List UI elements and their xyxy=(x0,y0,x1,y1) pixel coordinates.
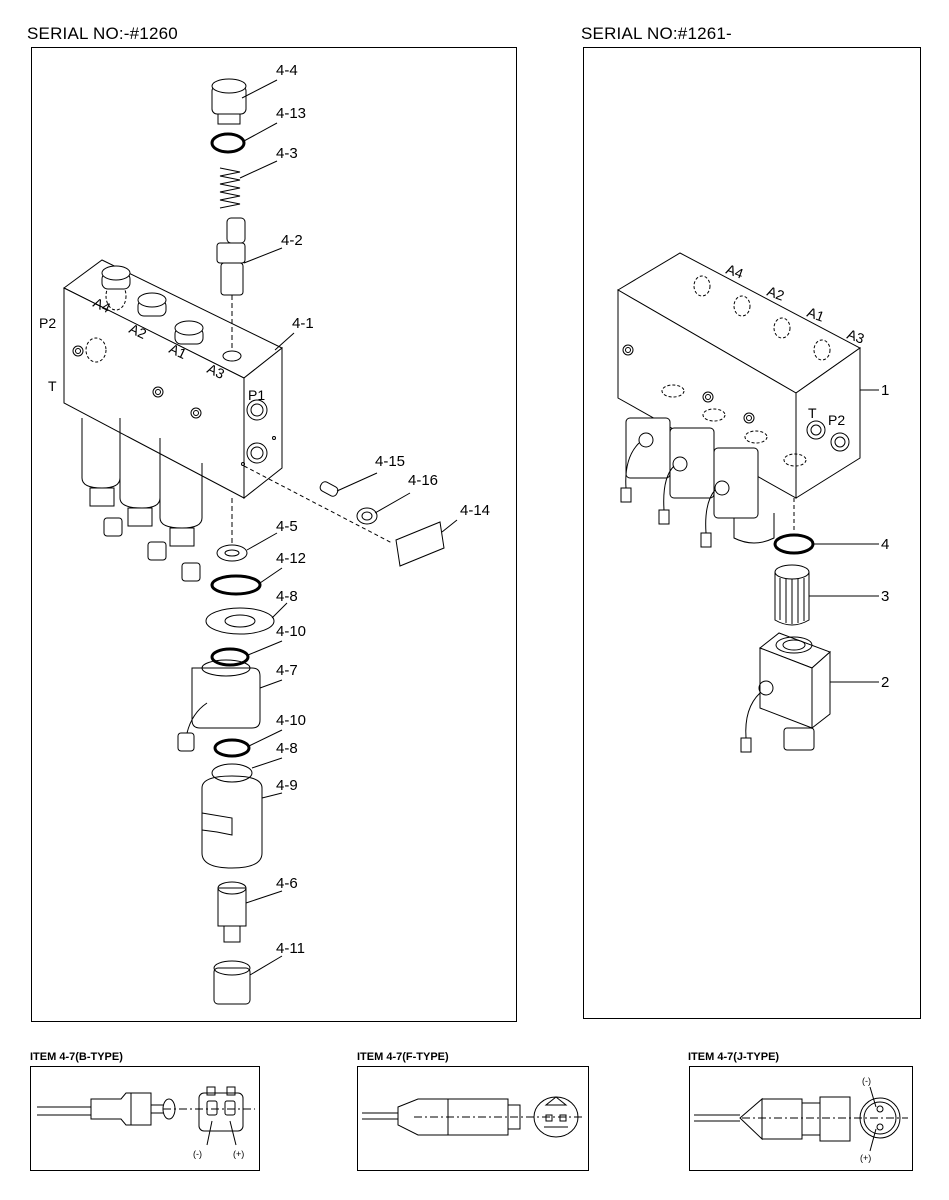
callout-4-13: 4-13 xyxy=(276,105,306,122)
j-type-connector-drawing: (-) (+) xyxy=(694,1076,908,1163)
o-ring-4-right xyxy=(773,533,815,555)
right-exploded-diagram: 1 4 3 2 A4 A2 A1 A3 T P2 xyxy=(617,252,889,753)
callout-4-2: 4-2 xyxy=(281,232,303,249)
serial-left-title: SERIAL NO:-#1260 xyxy=(27,24,178,43)
port-label-t: T xyxy=(48,378,57,394)
nut-4-11 xyxy=(213,960,251,1005)
b-type-neg-label: (-) xyxy=(193,1149,202,1159)
coil-4-7 xyxy=(177,659,261,752)
plug-4-16 xyxy=(356,507,378,525)
o-ring-4-10-bottom xyxy=(213,738,251,758)
spring-4-3 xyxy=(219,167,241,209)
port-label-a3: A3 xyxy=(205,360,227,382)
callout-4-3: 4-3 xyxy=(276,145,298,162)
port-label-a4-right: A4 xyxy=(724,261,746,282)
callout-4-9: 4-9 xyxy=(276,777,298,794)
port-label-p2-right: P2 xyxy=(828,412,845,428)
port-label-p2: P2 xyxy=(39,315,56,331)
manifold-block-4-1 xyxy=(63,259,283,500)
callout-4-12: 4-12 xyxy=(276,550,306,567)
callout-4-11: 4-11 xyxy=(276,940,305,957)
filter-3-right xyxy=(774,564,810,626)
callout-3: 3 xyxy=(881,588,889,605)
f-type-connector-drawing xyxy=(362,1096,584,1138)
callout-4: 4 xyxy=(881,536,889,553)
port-label-a2-right: A2 xyxy=(765,283,787,304)
j-type-pos-label: (+) xyxy=(860,1153,871,1163)
callout-4-7: 4-7 xyxy=(276,662,298,679)
plate-4-14 xyxy=(395,521,445,567)
b-type-pos-label: (+) xyxy=(233,1149,244,1159)
cap-a4 xyxy=(101,265,131,290)
left-exploded-diagram: 4-4 4-13 4-3 4-2 4-1 4-15 4-16 4-14 4-5 … xyxy=(39,62,490,1005)
j-type-title: ITEM 4-7(J-TYPE) xyxy=(688,1051,780,1063)
callout-4-6: 4-6 xyxy=(276,875,298,892)
callout-4-14: 4-14 xyxy=(460,502,490,519)
j-type-connector-panel: (-) (+) xyxy=(689,1066,913,1171)
right-diagram-panel: 1 4 3 2 A4 A2 A1 A3 T P2 xyxy=(583,47,921,1019)
cap-a1 xyxy=(174,320,204,345)
seat-4-8 xyxy=(205,607,275,635)
pin-4-15 xyxy=(319,481,339,497)
solenoid-cartridges-right xyxy=(620,417,775,548)
callout-4-4: 4-4 xyxy=(276,62,298,79)
washer-4-5 xyxy=(216,544,248,562)
port-label-a1-right: A1 xyxy=(805,304,827,325)
callout-4-10-top: 4-10 xyxy=(276,623,306,640)
callout-2: 2 xyxy=(881,674,889,691)
port-label-t-right: T xyxy=(808,405,817,421)
port-label-a3-right: A3 xyxy=(845,326,867,347)
port-label-p1: P1 xyxy=(248,387,265,403)
left-diagram-panel: 4-4 4-13 4-3 4-2 4-1 4-15 4-16 4-14 4-5 … xyxy=(31,47,517,1022)
o-ring-4-12 xyxy=(210,574,262,596)
f-type-title: ITEM 4-7(F-TYPE) xyxy=(357,1051,449,1063)
port-label-a2: A2 xyxy=(127,320,149,342)
port-label-a1: A1 xyxy=(167,340,189,362)
b-type-connector-drawing: (-) (+) xyxy=(37,1086,255,1159)
callout-1: 1 xyxy=(881,382,889,399)
sleeve-4-8-4-9 xyxy=(201,763,263,869)
callout-4-1: 4-1 xyxy=(292,315,314,332)
solenoid-cartridges xyxy=(81,418,203,582)
core-4-6 xyxy=(217,881,247,943)
b-type-title: ITEM 4-7(B-TYPE) xyxy=(30,1051,123,1063)
callout-4-8-top: 4-8 xyxy=(276,588,298,605)
serial-right-title: SERIAL NO:#1261- xyxy=(581,24,732,43)
o-ring-4-10-top xyxy=(210,647,250,667)
cap-a2 xyxy=(137,292,167,317)
callout-4-8-bottom: 4-8 xyxy=(276,740,298,757)
spool-4-2 xyxy=(216,217,246,348)
plug-4-4 xyxy=(211,78,247,125)
callout-4-10-bottom: 4-10 xyxy=(276,712,306,729)
o-ring-4-13 xyxy=(210,132,246,154)
callout-4-5: 4-5 xyxy=(276,518,298,535)
coil-2-right xyxy=(740,632,831,753)
j-type-neg-label: (-) xyxy=(862,1076,871,1086)
f-type-connector-panel xyxy=(357,1066,589,1171)
manifold-block-1 xyxy=(617,252,861,499)
port-label-a4: A4 xyxy=(91,294,113,316)
callout-4-15: 4-15 xyxy=(375,453,405,470)
callout-4-16: 4-16 xyxy=(408,472,438,489)
b-type-connector-panel: (-) (+) xyxy=(30,1066,260,1171)
